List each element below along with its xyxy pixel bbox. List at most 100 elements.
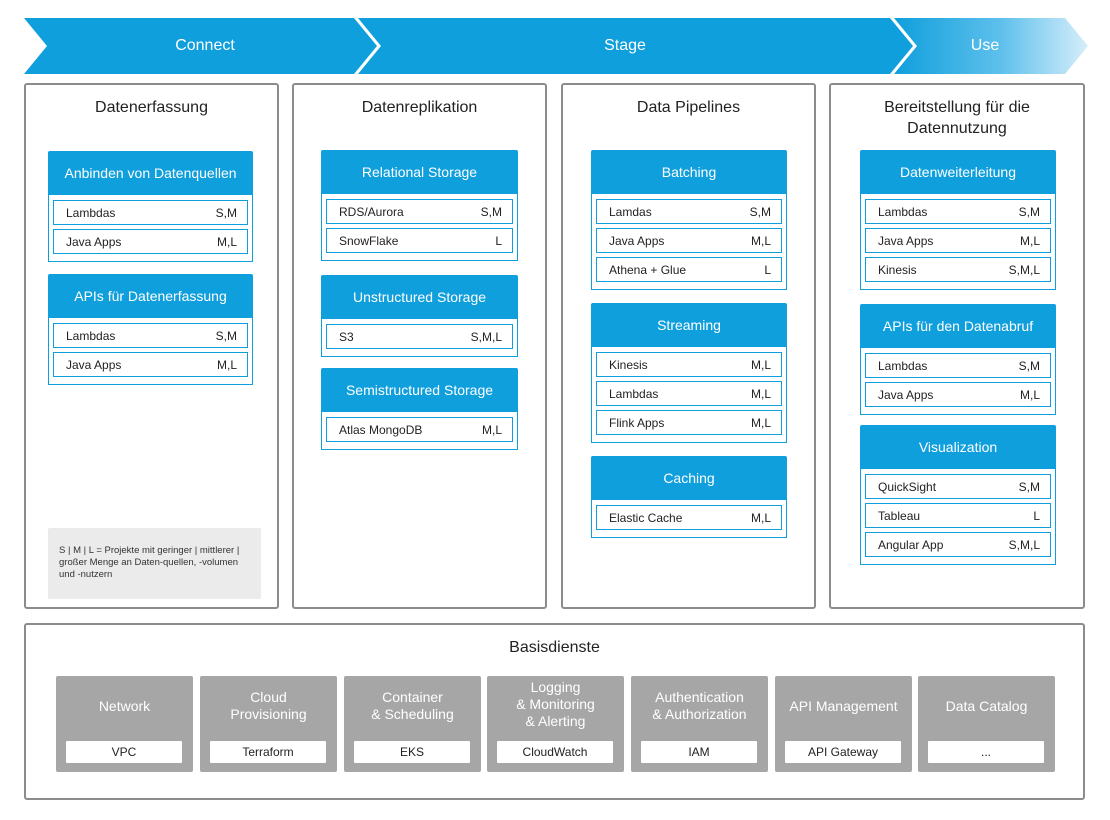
legend-note: S | M | L = Projekte mit geringer | mitt… [48, 528, 261, 599]
item-size: M,L [216, 357, 237, 372]
item-size: L [495, 233, 502, 248]
group-header: Relational Storage [321, 150, 518, 194]
group-header: Visualization [860, 425, 1056, 469]
service-name: Data Catalog [945, 697, 1028, 714]
item-size: S,M [1018, 358, 1040, 373]
item-size: M,L [750, 357, 771, 372]
item-name: Lambdas [609, 386, 659, 401]
item-size: M,L [1019, 387, 1040, 402]
phase-arrow-stage [358, 18, 913, 74]
item-size: S,M,L [1008, 262, 1040, 277]
service-tool: IAM [641, 741, 757, 763]
item-name: Java Apps [66, 357, 122, 372]
item-row: QuickSight S,M [865, 474, 1051, 499]
group-header: Caching [591, 456, 787, 500]
item-name: Lamdas [609, 204, 652, 219]
item-size: S,M [1018, 479, 1040, 494]
service-container-scheduling: Container & Scheduling EKS [344, 676, 481, 772]
service-tool: Terraform [210, 741, 326, 763]
phase-arrow-use [894, 18, 1088, 74]
column-title: Datenerfassung [95, 99, 208, 116]
group-apis-fuer-datenerfassung: APIs für Datenerfassung Lambdas S,M Java … [48, 274, 253, 385]
phase-arrow-connect [24, 18, 377, 74]
column-title: Datenreplikation [361, 99, 478, 116]
item-size: M,L [750, 415, 771, 430]
group-relational-storage: Relational Storage RDS/Aurora S,M SnowFla… [321, 150, 518, 261]
item-name: Java Apps [66, 234, 122, 249]
service-network: Network VPC [56, 676, 193, 772]
item-size: L [764, 262, 771, 277]
section-basisdienste: Basisdienste Network VPC Cloud Provision… [24, 623, 1085, 800]
column-title: Bereitstellung für die Datennutzung [884, 99, 1030, 137]
column-bereitstellung: Bereitstellung für die Datennutzung Date… [829, 83, 1085, 609]
group-header: APIs für den Datenabruf [860, 304, 1056, 348]
phase-arrow-bar [24, 18, 1088, 74]
item-row: Kinesis M,L [596, 352, 782, 377]
item-name: Angular App [878, 537, 944, 552]
service-data-catalog: Data Catalog ... [918, 676, 1055, 772]
group-header: Streaming [591, 303, 787, 347]
item-size: S,M,L [470, 329, 502, 344]
service-tool: CloudWatch [497, 741, 613, 763]
service-name: Logging & Monitoring & Alerting [516, 678, 595, 729]
item-size: M,L [481, 422, 502, 437]
column-title: Data Pipelines [636, 99, 741, 116]
phase-label-stage: Stage [604, 37, 646, 54]
group-header: APIs für Datenerfassung [48, 274, 253, 318]
item-row: Elastic Cache M,L [596, 505, 782, 530]
item-name: Lambdas [66, 205, 116, 220]
item-name: Lambdas [878, 204, 928, 219]
item-row: S3 S,M,L [326, 324, 513, 349]
item-name: Java Apps [878, 233, 934, 248]
item-size: M,L [750, 386, 771, 401]
item-name: Kinesis [878, 262, 917, 277]
item-size: S,M [480, 204, 502, 219]
service-cloud-provisioning: Cloud Provisioning Terraform [200, 676, 337, 772]
item-size: M,L [1019, 233, 1040, 248]
group-header: Batching [591, 150, 787, 194]
service-authentication-authorization: Authentication & Authorization IAM [631, 676, 768, 772]
service-tool: VPC [66, 741, 182, 763]
service-tool: ... [928, 741, 1044, 763]
group-header: Anbinden von Datenquellen [48, 151, 253, 195]
column-datenerfassung: Datenerfassung Anbinden von Datenquellen… [24, 83, 279, 609]
item-name: Elastic Cache [609, 510, 683, 525]
group-unstructured-storage: Unstructured Storage S3 S,M,L [321, 275, 518, 357]
item-name: Kinesis [609, 357, 648, 372]
item-size: M,L [750, 233, 771, 248]
item-row: Java Apps M,L [53, 229, 248, 254]
phase-label-connect: Connect [175, 37, 235, 54]
item-name: RDS/Aurora [339, 204, 404, 219]
item-size: S,M [215, 328, 237, 343]
service-tool: EKS [354, 741, 470, 763]
service-name: Network [98, 697, 151, 714]
group-header: Unstructured Storage [321, 275, 518, 319]
item-row: Lambdas M,L [596, 381, 782, 406]
item-name: Athena + Glue [609, 262, 687, 277]
phase-label-use: Use [970, 37, 1000, 54]
item-row: Flink Apps M,L [596, 410, 782, 435]
item-name: Lambdas [66, 328, 116, 343]
item-row: Kinesis S,M,L [865, 257, 1051, 282]
item-size: M,L [216, 234, 237, 249]
service-name: Authentication & Authorization [652, 689, 747, 722]
group-caching: Caching Elastic Cache M,L [591, 456, 787, 538]
item-name: S3 [339, 329, 354, 344]
item-name: Flink Apps [609, 415, 665, 430]
item-name: QuickSight [878, 479, 937, 494]
item-size: M,L [750, 510, 771, 525]
